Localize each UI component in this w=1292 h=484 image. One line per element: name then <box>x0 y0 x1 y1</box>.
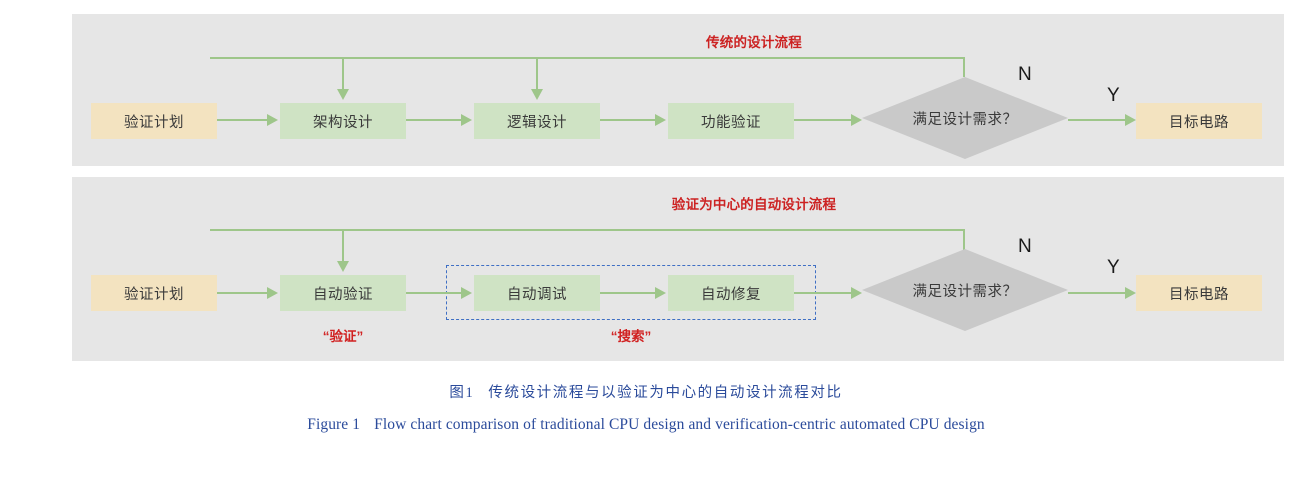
panel-title-traditional: 传统的设计流程 <box>706 35 802 50</box>
node-label: 验证计划 <box>124 286 184 303</box>
connector-arch-to-logic <box>406 119 461 121</box>
node-label: 目标电路 <box>1169 114 1229 131</box>
node-architecture-design[interactable]: 架构设计 <box>280 103 406 139</box>
node-label: 功能验证 <box>701 114 761 131</box>
caption-english: Figure 1 Flow chart comparison of traditi… <box>0 416 1292 434</box>
branch-label-no: N <box>1018 64 1032 85</box>
node-target-circuit[interactable]: 目标电路 <box>1136 103 1262 139</box>
feedback-drop-arch <box>342 57 344 90</box>
node-label: 自动验证 <box>313 286 373 303</box>
connector-logic-to-funcver <box>600 119 655 121</box>
arrow-funcver-to-decision-icon <box>851 114 862 126</box>
node-functional-verification[interactable]: 功能验证 <box>668 103 794 139</box>
caption-english-text: Flow chart comparison of traditional CPU… <box>374 416 985 433</box>
connector-autodbg-to-autofix <box>600 292 655 294</box>
feedback-bus-automated <box>210 229 965 231</box>
node-logic-design[interactable]: 逻辑设计 <box>474 103 600 139</box>
branch-label-yes: Y <box>1107 257 1120 278</box>
panel-title-automated: 验证为中心的自动设计流程 <box>671 197 837 212</box>
arrow-decision-to-target-icon <box>1125 287 1136 299</box>
connector-autover-to-autodbg <box>406 292 461 294</box>
node-label: 逻辑设计 <box>507 114 567 131</box>
feedback-riser-automated <box>963 229 965 250</box>
branch-label-yes: Y <box>1107 85 1120 106</box>
node-automatic-debug[interactable]: 自动调试 <box>474 275 600 311</box>
node-decision-meets-requirements[interactable]: 满足设计需求？ <box>862 77 1068 159</box>
feedback-drop-autover <box>342 229 344 262</box>
connector-plan-to-arch <box>217 119 267 121</box>
node-verification-plan[interactable]: 验证计划 <box>91 275 217 311</box>
node-target-circuit[interactable]: 目标电路 <box>1136 275 1262 311</box>
arrow-plan-to-arch-icon <box>267 114 278 126</box>
feedback-bus-traditional <box>210 57 965 59</box>
connector-autofix-to-decision <box>794 292 851 294</box>
connector-funcver-to-decision <box>794 119 851 121</box>
node-label: 验证计划 <box>124 114 184 131</box>
caption-chinese: 图1 传统设计流程与以验证为中心的自动设计流程对比 <box>0 381 1292 402</box>
arrow-autodbg-to-autofix-icon <box>655 287 666 299</box>
node-label: 自动修复 <box>701 286 761 303</box>
caption-english-number: Figure 1 <box>307 416 361 433</box>
arrow-arch-to-logic-icon <box>461 114 472 126</box>
panel-automated-flow: 验证为中心的自动设计流程 验证计划 自动验证 自动调试 自动修复 满足设计需求？… <box>72 177 1284 361</box>
node-label: 目标电路 <box>1169 286 1229 303</box>
annotation-search: “搜索” <box>610 329 652 344</box>
node-verification-plan[interactable]: 验证计划 <box>91 103 217 139</box>
node-label: 架构设计 <box>313 114 373 131</box>
connector-decision-to-target <box>1068 119 1125 121</box>
node-automatic-verification[interactable]: 自动验证 <box>280 275 406 311</box>
branch-label-no: N <box>1018 236 1032 257</box>
feedback-arrow-arch-icon <box>337 89 349 100</box>
node-label: 满足设计需求？ <box>912 111 1018 128</box>
node-label: 满足设计需求？ <box>912 283 1018 300</box>
node-label: 自动调试 <box>507 286 567 303</box>
feedback-arrow-logic-icon <box>531 89 543 100</box>
connector-decision-to-target <box>1068 292 1125 294</box>
caption-chinese-text: 传统设计流程与以验证为中心的自动设计流程对比 <box>488 385 843 401</box>
arrow-logic-to-funcver-icon <box>655 114 666 126</box>
annotation-verify: “验证” <box>322 329 364 344</box>
node-decision-meets-requirements[interactable]: 满足设计需求？ <box>862 249 1068 331</box>
connector-plan-to-autover <box>217 292 267 294</box>
panel-traditional-flow: 传统的设计流程 验证计划 架构设计 逻辑设计 功能验证 满足设计需求？ 目标电路 <box>72 14 1284 166</box>
feedback-drop-logic <box>536 57 538 90</box>
caption-chinese-number: 图1 <box>449 385 475 401</box>
feedback-arrow-autover-icon <box>337 261 349 272</box>
arrow-decision-to-target-icon <box>1125 114 1136 126</box>
feedback-riser-traditional <box>963 57 965 77</box>
arrow-autofix-to-decision-icon <box>851 287 862 299</box>
arrow-autover-to-autodbg-icon <box>461 287 472 299</box>
node-automatic-repair[interactable]: 自动修复 <box>668 275 794 311</box>
arrow-plan-to-autover-icon <box>267 287 278 299</box>
